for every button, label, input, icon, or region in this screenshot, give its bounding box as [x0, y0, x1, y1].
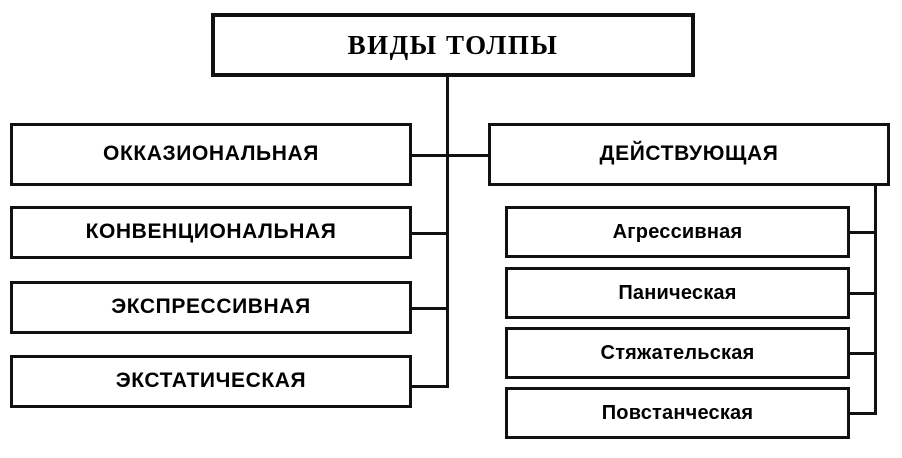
connector-stub-insurgent — [848, 412, 877, 415]
diagram-root-node: ВИДЫ ТОЛПЫ — [211, 13, 695, 77]
node-aggressive-label: Агрессивная — [612, 220, 743, 243]
node-aggressive: Агрессивная — [505, 206, 850, 258]
node-conventional-label: КОНВЕНЦИОНАЛЬНАЯ — [85, 220, 337, 244]
node-acquisitive-label: Стяжательская — [600, 341, 755, 364]
node-ecstatic: ЭКСТАТИЧЕСКАЯ — [10, 355, 412, 408]
connector-stub-ecstatic — [410, 385, 449, 388]
node-expressive: ЭКСПРЕССИВНАЯ — [10, 281, 412, 334]
node-acquisitive: Стяжательская — [505, 327, 850, 379]
node-ecstatic-label: ЭКСТАТИЧЕСКАЯ — [115, 369, 307, 393]
node-panic-label: Паническая — [618, 281, 737, 304]
connector-stub-acquisitive — [848, 352, 877, 355]
node-insurgent: Повстанческая — [505, 387, 850, 439]
node-panic: Паническая — [505, 267, 850, 319]
diagram-root-label: ВИДЫ ТОЛПЫ — [347, 29, 559, 60]
connector-stub-panic — [848, 292, 877, 295]
connector-stub-aggressive — [848, 231, 877, 234]
connector-stub-conventional — [410, 232, 449, 235]
node-insurgent-label: Повстанческая — [601, 401, 754, 424]
node-acting-label: ДЕЙСТВУЮЩАЯ — [599, 142, 779, 166]
node-acting: ДЕЙСТВУЮЩАЯ — [488, 123, 890, 186]
connector-stub-expressive — [410, 307, 449, 310]
node-conventional: КОНВЕНЦИОНАЛЬНАЯ — [10, 206, 412, 259]
connector-level1-crossbar — [410, 154, 490, 157]
node-occasional-label: ОККАЗИОНАЛЬНАЯ — [103, 142, 319, 166]
node-expressive-label: ЭКСПРЕССИВНАЯ — [111, 295, 311, 319]
connector-acting-trunk — [874, 183, 877, 415]
node-occasional: ОККАЗИОНАЛЬНАЯ — [10, 123, 412, 186]
